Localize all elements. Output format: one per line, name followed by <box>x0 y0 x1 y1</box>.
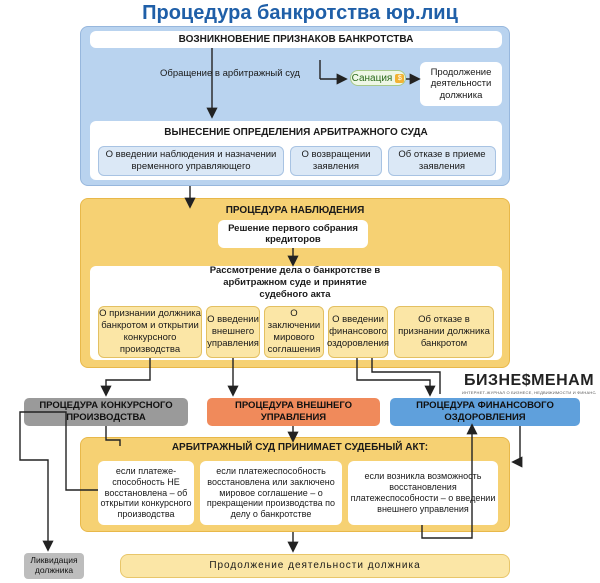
continue-activity-bar <box>120 554 510 578</box>
ruling-option-observation: О введении наблюдения и назначении време… <box>98 146 284 176</box>
brand-logo: БИЗНЕ$МЕНАМ <box>463 372 595 389</box>
act-bankrupt: О признании должника банкротом и открыти… <box>98 306 202 358</box>
sanacia-box: Санация $ <box>350 70 406 86</box>
liquidation-box: Ликвидация должника <box>24 553 84 579</box>
outcome-restored: если платежеспособность восстановлена ил… <box>200 461 342 525</box>
outcome-possible: если возникла возможность восстановления… <box>348 461 498 525</box>
observation-header: ПРОЦЕДУРА НАБЛЮДЕНИЯ <box>225 204 365 216</box>
act-refusal: Об отказе в признании должника банкротом <box>394 306 494 358</box>
connector-competitive-down <box>105 426 121 446</box>
continue-activity-long: Продолжение деятельности должника <box>209 559 421 571</box>
court-appeal-text: Обращение в арбитражный суд <box>160 68 300 80</box>
signs-header: ВОЗНИКНОВЕНИЕ ПРИЗНАКОВ БАНКРОТСТВА <box>90 31 502 48</box>
case-review-text: Рассмотрение дела о банкротстве в арбитр… <box>209 265 381 300</box>
procedure-financial: ПРОЦЕДУРА ФИНАНСОВОГО ОЗДОРОВЛЕНИЯ <box>390 398 580 426</box>
arrow-to-liquidation <box>19 411 98 552</box>
act-settlement: О заключении мирового соглашения <box>264 306 324 358</box>
outcome-not-restored: если платеже-способность НЕ восстановлен… <box>98 461 194 525</box>
page-title: Процедура банкротства юр.лиц <box>142 2 458 24</box>
sanacia-label: Санация <box>351 72 393 84</box>
procedure-external: ПРОЦЕДУРА ВНЕШНЕГО УПРАВЛЕНИЯ <box>207 398 380 426</box>
brand-tagline: ИНТЕРНЕТ-ЖУРНАЛ О БИЗНЕСЕ, НЕДВИЖИМОСТИ … <box>462 390 596 395</box>
continue-activity-short: Продолжение деятельности должника <box>420 62 502 106</box>
money-icon: $ <box>395 73 405 83</box>
ruling-option-refusal: Об отказе в приеме заявления <box>388 146 496 176</box>
act-external: О введении внешнего управления <box>206 306 260 358</box>
arrow-financial-to-court <box>511 426 523 468</box>
arrow-to-competitive <box>100 358 151 397</box>
creditors-meeting: Решение первого собрания кредиторов <box>218 220 368 248</box>
court-act-header: АРБИТРАЖНЫЙ СУД ПРИНИМАЕТ СУДЕБНЫЙ АКТ: <box>171 441 429 453</box>
ruling-option-return: О возвращении заявления <box>290 146 382 176</box>
arrow-possible-to-external <box>421 423 478 539</box>
connector-financial-2 <box>371 358 441 394</box>
arrow-to-financial <box>356 358 436 397</box>
act-financial: О введении финансового оздоровления <box>327 306 389 358</box>
